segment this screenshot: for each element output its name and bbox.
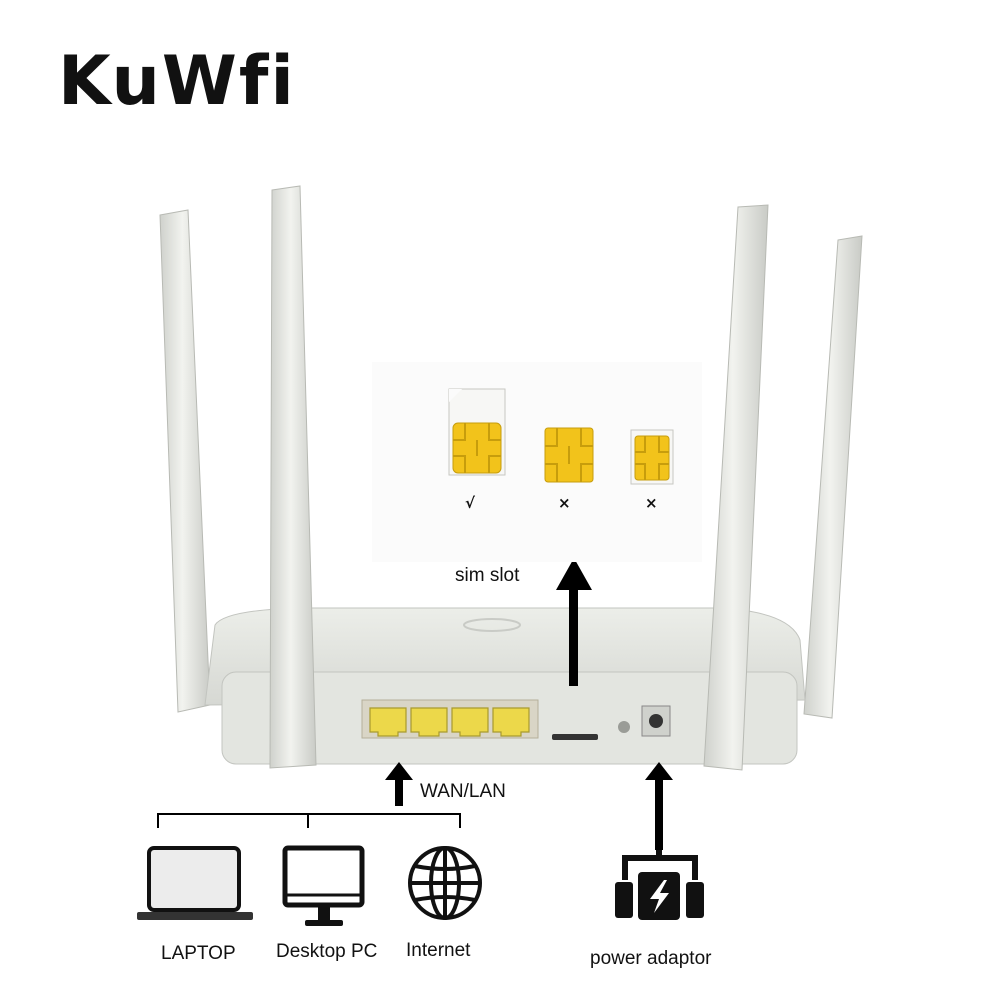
wan-lan-arrow [385,762,413,806]
sim-nano-mark: × [645,494,658,512]
reset-button [618,721,630,733]
device-bracket [157,813,461,828]
sim-standard-mark: √ [465,494,476,512]
brand-logo: KuWfi [58,42,296,121]
laptop-label: LAPTOP [161,943,236,964]
power-adaptor-icon [615,850,704,920]
sim-card-nano [630,429,674,485]
antenna-right-rear [803,235,863,719]
sim-slot-label: sim slot [455,565,520,586]
globe-icon [408,846,482,920]
sim-card-slot [552,734,598,740]
ethernet-port-2 [410,707,448,737]
ethernet-port-1 [369,707,407,737]
sim-card-micro [544,427,594,483]
sim-card-standard [448,388,506,476]
antenna-right-front [703,204,769,771]
ethernet-port-4 [492,707,530,737]
power-adaptor-label: power adaptor [590,948,712,969]
ethernet-port-3 [451,707,489,737]
desktop-pc-icon [282,845,365,926]
sim-slot-arrow [556,558,592,686]
desktop-pc-label: Desktop PC [276,941,378,962]
laptop-icon [137,846,253,920]
ethernet-ports [369,707,530,737]
router-top-logo [463,618,521,632]
wan-lan-label: WAN/LAN [420,781,506,802]
antenna-left-front [269,185,317,769]
sim-micro-mark: × [558,494,571,512]
internet-label: Internet [406,940,471,961]
power-arrow [645,762,673,850]
